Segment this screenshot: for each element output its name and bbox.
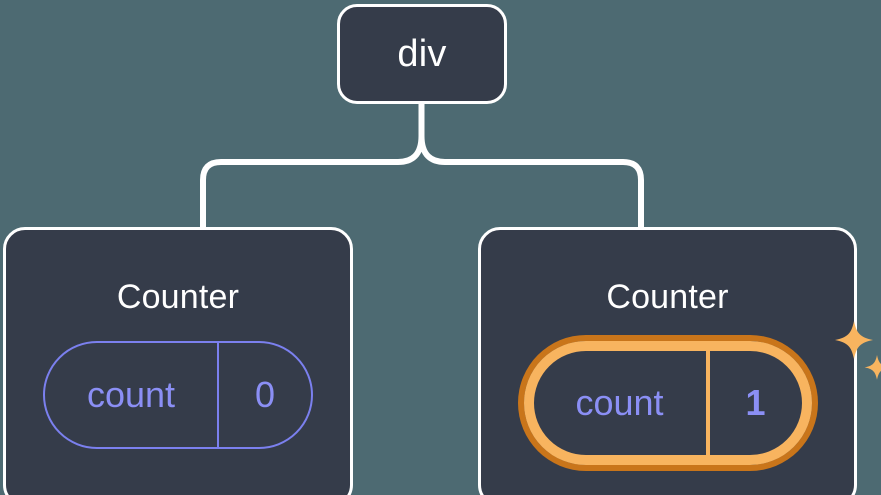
node-counter-right-label: Counter xyxy=(606,278,729,316)
state-value-left: 0 xyxy=(254,374,276,415)
state-key-left: count xyxy=(86,374,176,415)
state-pill-left[interactable]: count 0 xyxy=(43,341,313,449)
state-pill-wrap-right: count 1 xyxy=(523,321,881,465)
sparkle-small-icon xyxy=(864,355,881,380)
state-pill-right[interactable]: count 1 xyxy=(523,341,812,465)
state-value-right: 1 xyxy=(745,382,766,423)
node-counter-right[interactable]: Counter count 1 xyxy=(478,227,881,495)
node-counter-left[interactable]: Counter count 0 xyxy=(3,227,353,495)
node-div[interactable]: div xyxy=(337,4,507,104)
sparkle-icon xyxy=(834,321,881,380)
connector-branch-left xyxy=(200,135,425,228)
connector-branch-right xyxy=(418,135,644,228)
node-div-label: div xyxy=(397,33,447,75)
node-counter-left-label: Counter xyxy=(116,278,240,316)
state-pill-divider-left xyxy=(217,343,219,447)
state-pill-wrap-left: count 0 xyxy=(43,341,313,449)
sparkle-large-icon xyxy=(834,321,873,359)
state-key-right: count xyxy=(575,382,664,423)
state-pill-divider-right xyxy=(705,351,710,455)
